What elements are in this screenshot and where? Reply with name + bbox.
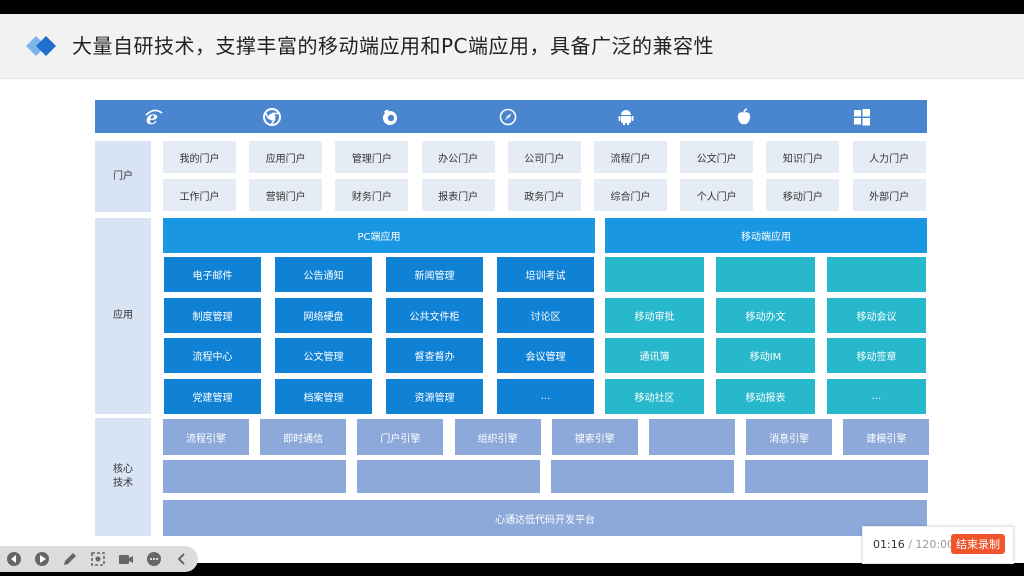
total-time: / 120:00 [908,538,955,551]
slide-title: 大量自研技术，支撑丰富的移动端应用和PC端应用，具备广泛的兼容性 [72,34,715,58]
recording-timer-panel: 01:16 / 120:00 结束录制 [862,526,1014,564]
pc-app-cell: 档案管理 [275,378,372,414]
section-label-portal: 门户 [95,141,151,212]
mobile-app-cell [605,257,704,292]
mobile-app-cell: 移动会议 [827,297,926,333]
section-label-core-tech: 核心 技术 [95,418,151,536]
recording-timer: 01:16 / 120:00 [873,538,954,551]
apple-icon [737,108,751,125]
chrome-icon [263,108,281,126]
core-engine-cell: 流程引擎 [163,419,249,455]
pc-app-cell: 讨论区 [497,297,594,333]
portal-cell: 公文门户 [680,141,754,173]
portal-cell: 工作门户 [163,179,236,211]
mobile-app-cell: 移动报表 [716,378,815,414]
mobile-app-cell [716,257,815,292]
pc-app-cell: 培训考试 [497,257,594,292]
mobile-app-cell: 移动签章 [827,338,926,373]
chat-icon[interactable] [146,551,162,567]
ie-icon: e [145,108,163,126]
windows-icon [854,109,870,126]
core-engine-cell [649,419,735,455]
recorder-toolbar [0,546,198,572]
portal-cell: 营销门户 [249,179,323,211]
portal-cell: 移动门户 [766,179,840,211]
mobile-app-cell: ... [827,378,926,414]
pc-app-cell: 督查督办 [386,338,483,373]
browser-compat-bar: e [95,100,927,133]
portal-cell: 管理门户 [335,141,409,173]
firefox-icon [383,109,397,125]
pen-icon[interactable] [62,551,78,567]
core-engine-cell: 搜索引擎 [551,419,638,455]
rewind-icon[interactable] [6,551,22,567]
mobile-app-cell: 移动办文 [716,297,815,333]
core-engine-cell: 门户引擎 [357,419,444,455]
pc-app-cell: ... [497,378,594,414]
pc-app-cell: 网络硬盘 [275,297,372,333]
portal-cell: 应用门户 [249,141,323,173]
pc-app-cell: 公共文件柜 [386,297,483,333]
pc-app-cell: 党建管理 [164,378,261,414]
chevron-left-icon[interactable] [174,551,190,567]
slide-screen: 大量自研技术，支撑丰富的移动端应用和PC端应用，具备广泛的兼容性 e 门户 应用… [0,14,1024,563]
android-icon [618,110,634,125]
portal-cell: 人力门户 [852,141,926,173]
core-blank-cell [551,460,734,493]
portal-cell: 公司门户 [507,141,581,173]
portal-cell: 政务门户 [507,179,581,211]
safari-icon [499,108,517,126]
core-engine-cell: 组织引擎 [454,419,541,455]
pc-app-cell: 电子邮件 [164,257,261,292]
portal-cell: 综合门户 [594,179,667,211]
mobile-app-cell [827,257,926,292]
portal-cell: 流程门户 [594,141,667,173]
platform-bar: 心通达低代码开发平台 [163,500,927,536]
pc-app-cell: 会议管理 [497,338,594,373]
screenshot-icon[interactable] [90,551,106,567]
slide-title-bar: 大量自研技术，支撑丰富的移动端应用和PC端应用，具备广泛的兼容性 [0,14,1024,79]
camera-icon[interactable] [118,551,134,567]
portal-cell: 个人门户 [680,179,754,211]
mobile-app-cell: 移动IM [716,338,815,373]
pc-app-cell: 流程中心 [164,338,261,373]
core-blank-cell [163,460,346,493]
pc-app-cell: 资源管理 [386,378,483,414]
pc-app-cell: 公告通知 [275,257,372,292]
portal-cell: 我的门户 [163,141,236,173]
mobile-apps-header: 移动端应用 [605,218,927,253]
elapsed-time: 01:16 [873,538,905,551]
core-blank-cell [745,460,928,493]
core-engine-cell: 建模引擎 [843,419,930,455]
portal-cell: 办公门户 [421,141,495,173]
pc-app-cell: 制度管理 [164,297,261,333]
pc-apps-header: PC端应用 [163,218,595,253]
portal-cell: 财务门户 [335,179,409,211]
stop-recording-button[interactable]: 结束录制 [951,534,1005,554]
play-icon[interactable] [34,551,50,567]
portal-cell: 知识门户 [766,141,840,173]
section-label-app: 应用 [95,218,151,414]
pc-app-cell: 公文管理 [275,338,372,373]
core-blank-cell [357,460,540,493]
portal-cell: 报表门户 [421,179,495,211]
mobile-app-cell: 移动社区 [605,378,704,414]
core-engine-cell: 消息引擎 [746,419,833,455]
mobile-app-cell: 移动审批 [605,297,704,333]
core-engine-cell: 即时通信 [260,419,347,455]
diamond-logo-icon [26,36,56,56]
portal-cell: 外部门户 [852,179,926,211]
mobile-app-cell: 通讯簿 [605,338,704,373]
pc-app-cell: 新闻管理 [386,257,483,292]
